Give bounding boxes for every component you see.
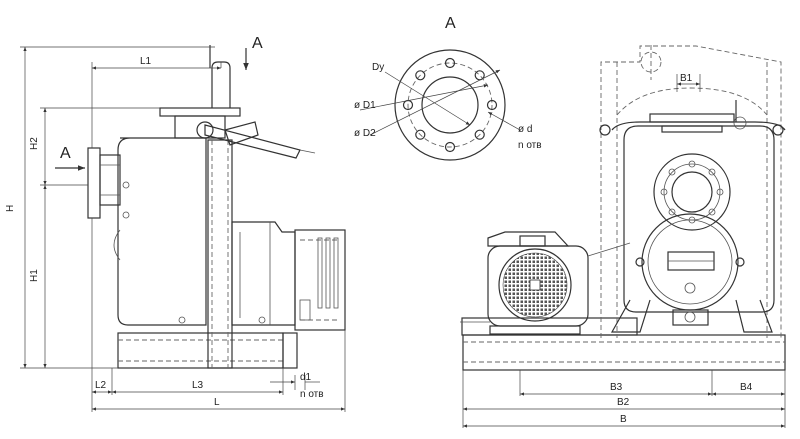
pulley-grooves bbox=[317, 237, 339, 309]
dim-B2-label: B2 bbox=[617, 397, 630, 408]
front-pump-body bbox=[623, 125, 775, 313]
dim-L-label: L bbox=[214, 397, 220, 408]
front-base-frame bbox=[462, 334, 786, 371]
flange-bolt-holes bbox=[402, 57, 498, 153]
front-view-dimensions: B1 B3 B4 B2 B bbox=[462, 73, 786, 428]
dim-H-label: H bbox=[5, 205, 16, 212]
flange-holes-label: n отв bbox=[518, 140, 542, 151]
dim-B4-label: B4 bbox=[740, 382, 753, 393]
dim-L2-label: L2 bbox=[95, 380, 107, 391]
lifting-frame bbox=[600, 45, 782, 338]
dim-d1-label: d1 bbox=[300, 372, 312, 383]
flange-view: A Dy ø D1 ø D2 ø d n отв bbox=[354, 15, 542, 161]
dim-H1-label: H1 bbox=[29, 269, 40, 282]
view-arrow-side-label: A bbox=[60, 145, 71, 162]
flange-d-label: ø d bbox=[518, 124, 532, 135]
dim-L3-label: L3 bbox=[192, 380, 204, 391]
front-flange-bolts bbox=[660, 160, 724, 224]
pump-body bbox=[117, 137, 207, 326]
section-title-label: A bbox=[445, 15, 456, 32]
flange-outer bbox=[394, 49, 506, 161]
side-view-dimensions: H H2 H1 L1 L2 L3 L d1 n отв A bbox=[5, 35, 346, 412]
flange-D1-label: ø D1 bbox=[354, 100, 376, 111]
flange-Dy-label: Dy bbox=[372, 62, 384, 73]
front-outlet-flange bbox=[653, 153, 731, 231]
view-arrow-top-label: A bbox=[252, 35, 263, 52]
cleanout-cover bbox=[641, 213, 739, 311]
front-view bbox=[460, 45, 786, 371]
flange-bore bbox=[421, 76, 479, 134]
side-view bbox=[87, 45, 346, 369]
flange-D2-label: ø D2 bbox=[354, 128, 376, 139]
dim-H2-label: H2 bbox=[29, 137, 40, 150]
inlet-flange bbox=[87, 147, 101, 219]
dim-L1-label: L1 bbox=[140, 56, 152, 67]
dim-B3-label: B3 bbox=[610, 382, 623, 393]
motor-terminal-box bbox=[487, 231, 570, 247]
dim-B1-label: B1 bbox=[680, 73, 693, 84]
base-frame bbox=[117, 332, 284, 369]
dim-side-holes-label: n отв bbox=[300, 389, 324, 400]
coupling-housing bbox=[231, 221, 296, 326]
motor-fan-cover bbox=[498, 248, 572, 322]
top-flange bbox=[159, 107, 241, 117]
dim-B-label: B bbox=[620, 414, 627, 425]
belt-guard bbox=[294, 229, 346, 331]
valve-lever bbox=[204, 124, 301, 159]
